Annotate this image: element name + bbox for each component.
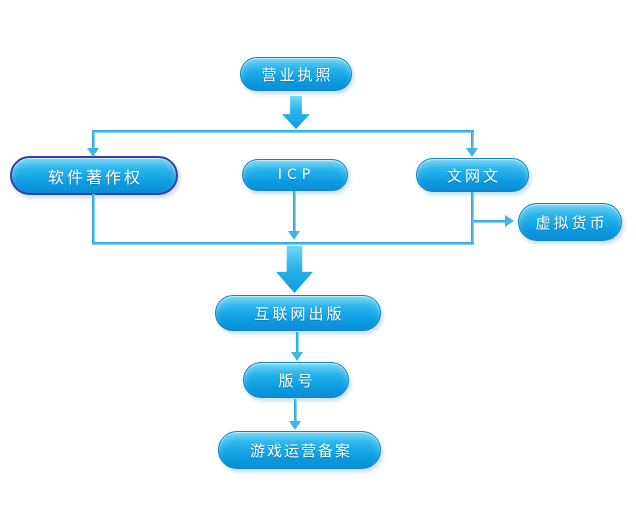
connector-collector-line — [92, 242, 474, 245]
connector-number-to-filing — [294, 399, 297, 422]
connector-distribution-line — [92, 130, 474, 133]
node-icp-label: ICP — [277, 167, 316, 183]
node-game-operation-filing: 游戏运营备案 — [218, 431, 381, 469]
arrowhead-down-icon — [288, 231, 300, 240]
node-business-license-label: 营业执照 — [261, 65, 334, 84]
arrowhead-right-icon — [505, 215, 514, 227]
connector-to-wen-wang-wen — [471, 132, 474, 149]
node-wen-wang-wen-label: 文网文 — [446, 166, 501, 185]
node-game-operation-filing-label: 游戏运营备案 — [249, 441, 352, 460]
arrowhead-down-icon — [291, 352, 303, 361]
connector-wen-wang-wen-down — [471, 192, 474, 243]
node-internet-publishing-label: 互联网出版 — [254, 304, 345, 323]
node-icp: ICP — [242, 159, 348, 191]
node-business-license: 营业执照 — [240, 57, 352, 91]
node-virtual-currency: 虚拟货币 — [518, 203, 622, 241]
node-wen-wang-wen: 文网文 — [416, 158, 529, 192]
node-internet-publishing: 互联网出版 — [215, 295, 381, 331]
connector-icp-down — [293, 191, 296, 232]
connector-to-software-copyright — [92, 132, 95, 149]
connector-software-copyright-down — [92, 194, 95, 243]
thick-arrow-down-icon — [282, 96, 310, 129]
node-virtual-currency-label: 虚拟货币 — [535, 213, 608, 232]
connector-to-virtual-currency — [474, 220, 505, 223]
arrowhead-down-icon — [466, 148, 478, 157]
thick-arrow-down-icon — [276, 246, 313, 293]
node-software-copyright-label: 软件著作权 — [47, 167, 143, 187]
connector-publishing-to-number — [296, 332, 299, 353]
arrowhead-down-icon — [87, 148, 99, 157]
node-publication-number-label: 版号 — [278, 371, 317, 390]
node-software-copyright: 软件著作权 — [10, 156, 178, 195]
arrowhead-down-icon — [289, 421, 301, 430]
node-publication-number: 版号 — [243, 362, 349, 398]
